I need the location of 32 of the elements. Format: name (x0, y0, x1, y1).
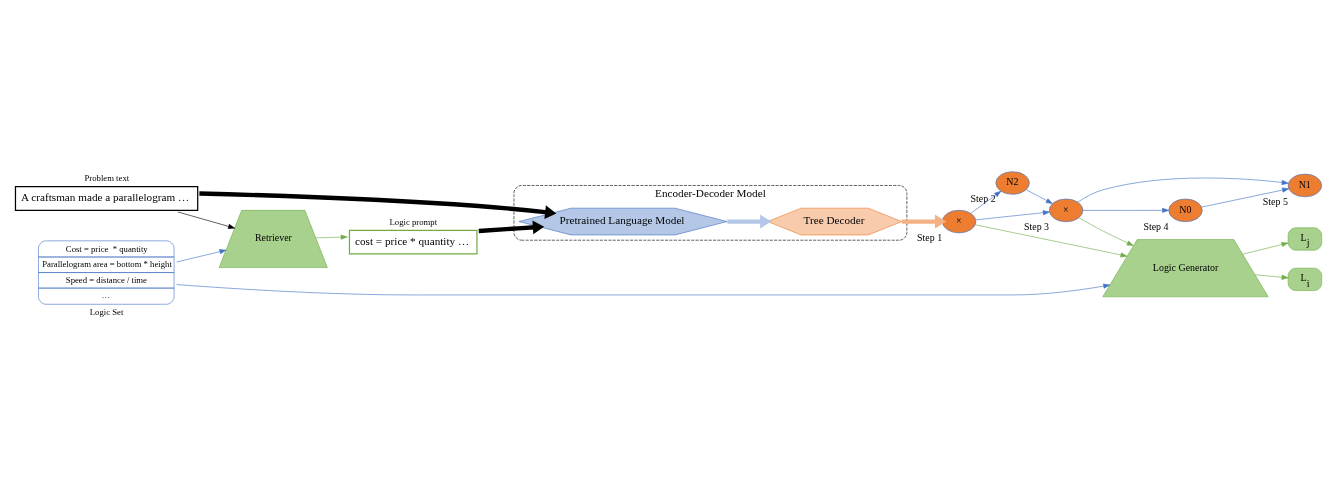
node-label: Step 2 (970, 192, 996, 204)
node-ellipse: N1 (1287, 173, 1322, 197)
node-label: Step 3 (1023, 220, 1050, 232)
node-label: Problem text (84, 172, 130, 183)
arrow (1026, 189, 1053, 204)
arrow (1078, 216, 1134, 246)
arrow (727, 214, 772, 228)
node-ellipse: × (1049, 198, 1084, 222)
arrow (315, 234, 348, 240)
arrow (478, 220, 545, 234)
arrow (1077, 177, 1289, 202)
arrow (1242, 241, 1289, 255)
node-ellipse: × (942, 209, 977, 233)
node-ellipse: N0 (1168, 198, 1203, 222)
arrow (176, 248, 227, 262)
node-label: Logic prompt (389, 216, 438, 227)
arrow (177, 211, 235, 229)
arrow (176, 283, 1111, 295)
node-label: Step 4 (1143, 220, 1169, 232)
node-box: cost = price * quantity … (348, 229, 478, 254)
node-label: Step 5 (1262, 195, 1288, 207)
arrow (1082, 207, 1169, 213)
arrow (901, 214, 947, 228)
arrow (1201, 187, 1290, 207)
node-label: Logic Set (89, 306, 124, 317)
arrow (199, 190, 557, 219)
arrow (1254, 273, 1289, 280)
arrow (975, 209, 1050, 220)
node-box: A craftsman made a parallelogram … (14, 185, 199, 211)
node-label: Step 1 (917, 231, 943, 243)
arrow (975, 224, 1128, 257)
arrow (970, 190, 1002, 213)
